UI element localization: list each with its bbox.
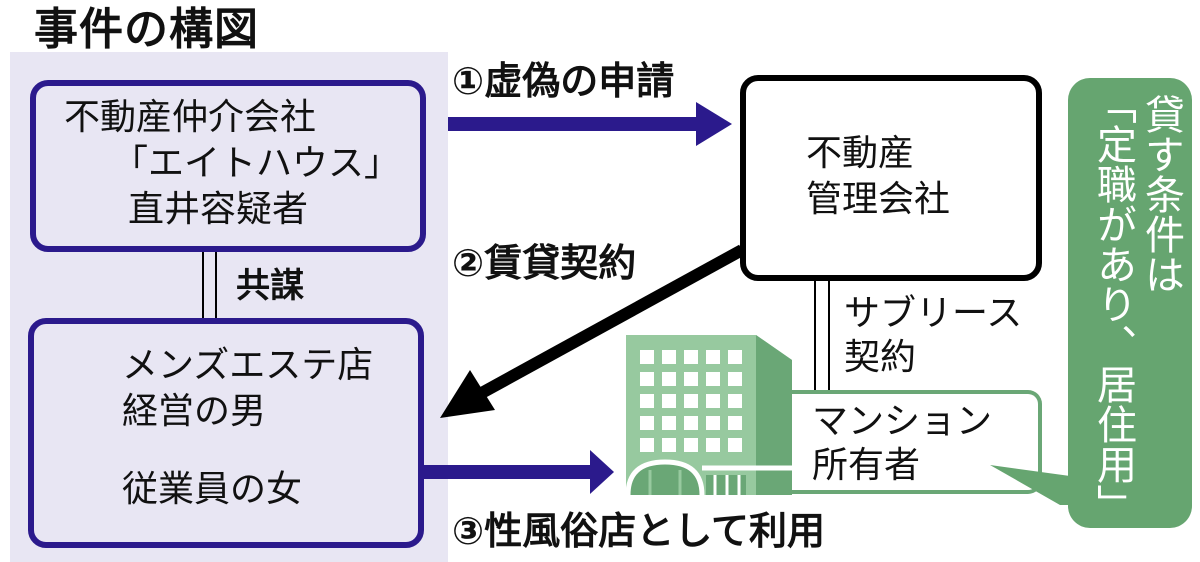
arrow-rental-contract bbox=[440, 244, 745, 418]
sublease-line-2: 契約 bbox=[844, 337, 917, 378]
step-2-number: ② bbox=[452, 241, 485, 285]
shop-owner-line-1: メンズエステ店 bbox=[122, 345, 374, 386]
mansion-owner-box bbox=[760, 390, 1042, 494]
conspiracy-label: 共謀 bbox=[236, 266, 304, 306]
management-company-box bbox=[740, 75, 1042, 281]
step-2-label: ②賃貸契約 bbox=[452, 232, 636, 287]
callout-tail bbox=[990, 465, 1070, 505]
owner-line-1: マンション bbox=[812, 401, 993, 442]
sublease-connector bbox=[814, 281, 830, 392]
broker-box bbox=[30, 80, 426, 252]
arrow-used-as-sex-shop bbox=[424, 450, 614, 494]
step-1-text: 虚偽の申請 bbox=[484, 59, 675, 103]
shop-box bbox=[28, 318, 424, 548]
conspiracy-connector bbox=[202, 252, 217, 320]
condition-line-2: 「定職があり、居住用」 bbox=[1090, 84, 1136, 524]
step-1-number: ① bbox=[452, 59, 485, 103]
diagram-title: 事件の構図 bbox=[34, 4, 259, 55]
owner-line-2: 所有者 bbox=[812, 445, 921, 486]
step-3-text: 性風俗店として利用 bbox=[484, 509, 826, 553]
rental-condition-callout bbox=[1068, 78, 1192, 528]
broker-line-3: 直井容疑者 bbox=[128, 189, 309, 230]
broker-line-2: 「エイトハウス」 bbox=[112, 143, 401, 184]
sublease-line-1: サブリース bbox=[844, 293, 1023, 334]
management-line-1: 不動産 bbox=[806, 133, 915, 174]
employee-line-1: 従業員の女 bbox=[122, 469, 303, 510]
broker-line-1: 不動産仲介会社 bbox=[64, 97, 317, 138]
step-1-label: ①虚偽の申請 bbox=[452, 50, 674, 105]
shop-owner-line-2: 経営の男 bbox=[122, 391, 267, 432]
step-3-label: ③性風俗店として利用 bbox=[452, 500, 825, 555]
building-icon bbox=[625, 335, 792, 496]
condition-line-1: 貸す条件は bbox=[1138, 94, 1184, 294]
management-line-2: 管理会社 bbox=[806, 179, 951, 220]
step-2-text: 賃貸契約 bbox=[484, 241, 637, 285]
arrow-false-application bbox=[448, 102, 732, 146]
step-3-number: ③ bbox=[452, 509, 485, 553]
